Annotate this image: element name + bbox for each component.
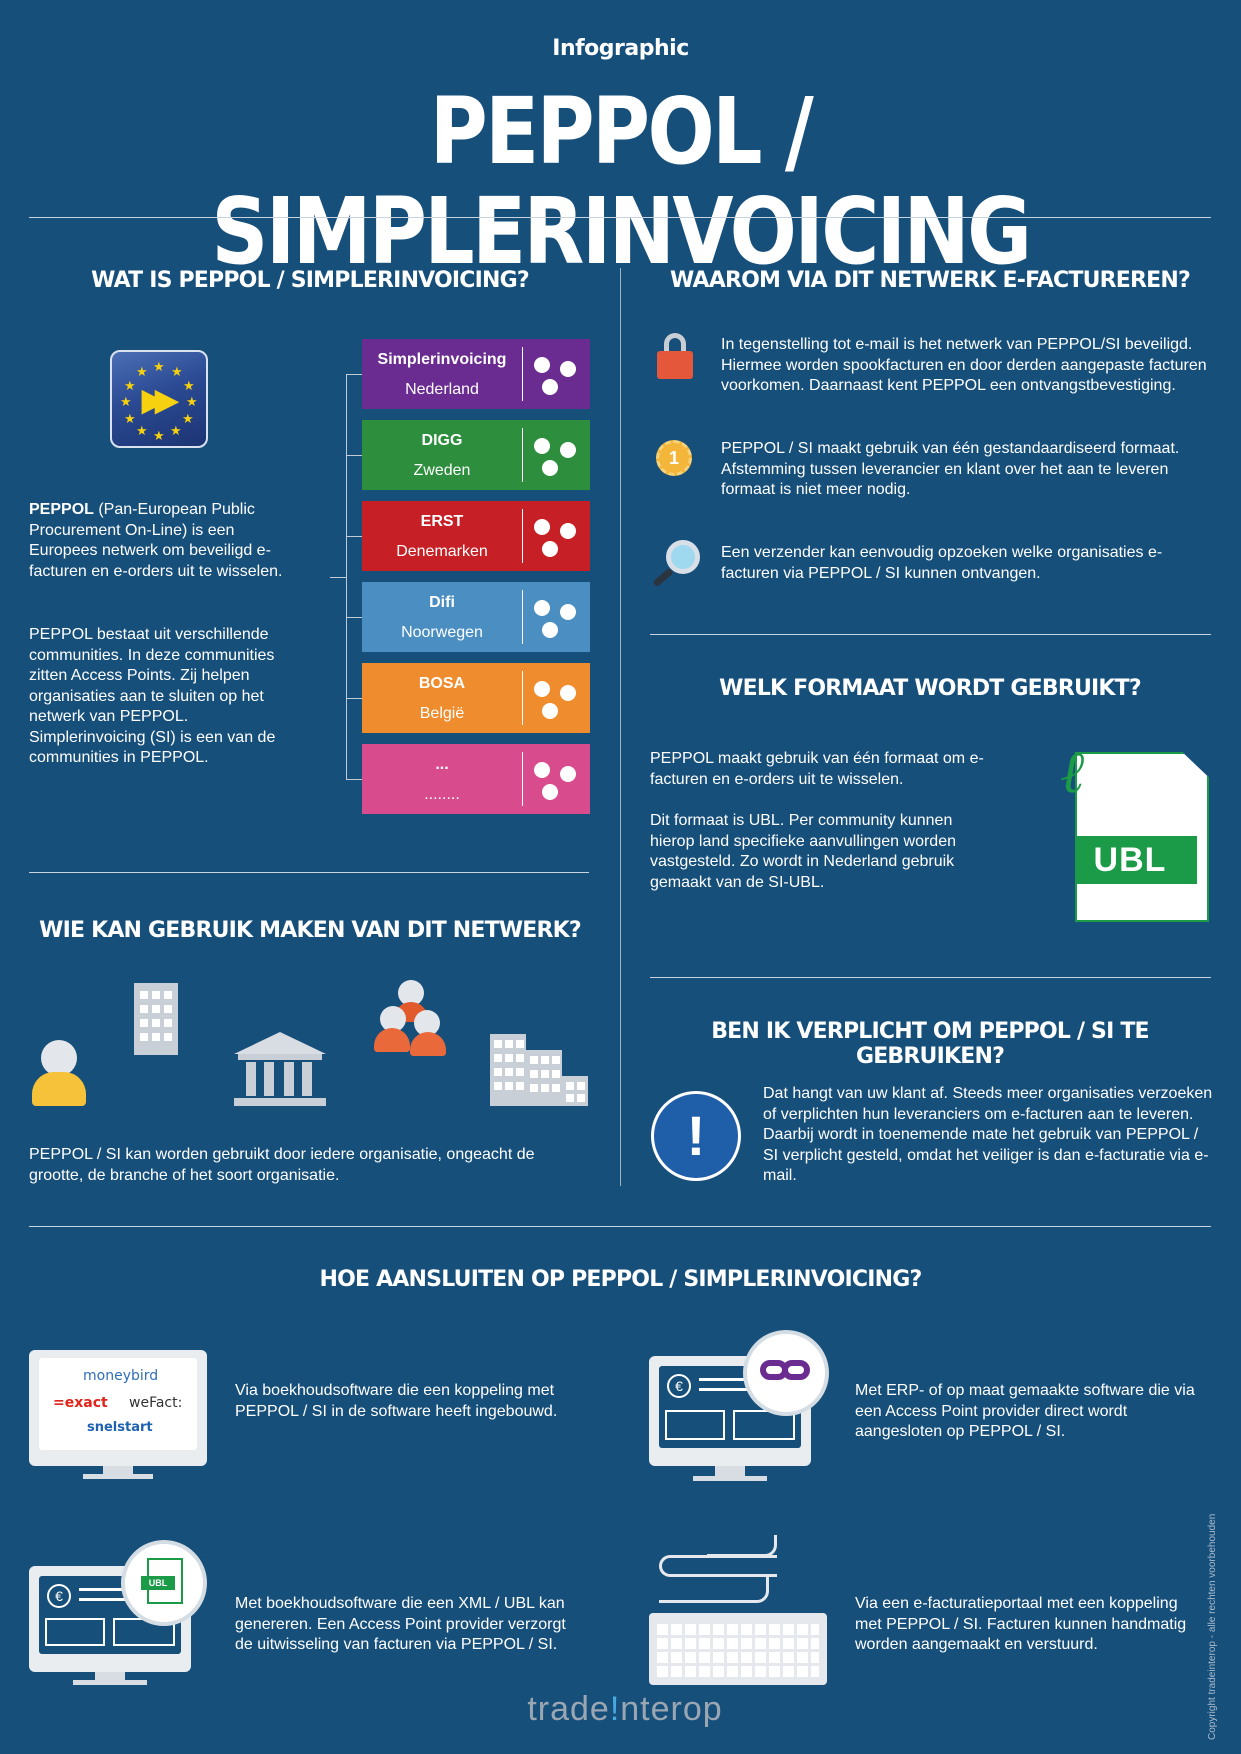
mandatory-title: BEN IK VERPLICHT OM PEPPOL / SI TE GEBRU… — [711, 1019, 1149, 1069]
who-title: WIE KAN GEBRUIK MAKEN VAN DIT NETWERK? — [39, 918, 582, 943]
community-other: ... ........ — [362, 744, 590, 814]
ubl-label: UBL — [1075, 836, 1197, 884]
why-item-text: PEPPOL / SI maakt gebruik van één gestan… — [721, 440, 1180, 498]
community-name: Difi — [429, 594, 455, 611]
connect-item-text: Via een e-facturatieportaal met een kopp… — [855, 1595, 1187, 1653]
moneybird-logo: moneybird — [83, 1368, 159, 1384]
format-title: WELK FORMAAT WORDT GEBRUIKT? — [719, 676, 1142, 701]
bracket-tick — [346, 698, 364, 699]
community-country: Zweden — [413, 462, 471, 479]
community-country: België — [419, 705, 465, 722]
community-name: Simplerinvoicing — [377, 351, 507, 368]
xml-ubl-monitor-icon: € UBL — [29, 1540, 209, 1686]
brand-mark: ! — [609, 1690, 621, 1728]
why-title: WAAROM VIA DIT NETWERK E-FACTUREREN? — [670, 268, 1191, 293]
erp-monitor-icon: € — [649, 1330, 829, 1482]
bracket-tick — [346, 536, 364, 537]
brand-part-a: trade — [527, 1690, 610, 1728]
signature-icon: ℓ — [1060, 738, 1085, 806]
community-name: ... — [435, 756, 449, 773]
ubl-small-label: UBL — [141, 1576, 175, 1590]
community-digg: DIGG Zweden — [362, 420, 590, 490]
column-divider — [620, 268, 621, 1186]
copyright-note: Copyright tradeinterop - alle rechten vo… — [1207, 1513, 1218, 1740]
connect-item-text: Met boekhoudsoftware die een XML / UBL k… — [235, 1595, 566, 1653]
euro-icon: € — [47, 1584, 71, 1608]
magnifier-icon — [650, 540, 705, 590]
euro-icon: € — [667, 1374, 691, 1398]
community-bosa: BOSA België — [362, 663, 590, 733]
snelstart-logo: snelstart — [87, 1420, 153, 1435]
page-title: PEPPOL / SIMPLERINVOICING — [211, 78, 1032, 285]
accounting-software-monitor-icon: moneybird =exact weFact: snelstart — [29, 1350, 207, 1480]
community-simplerinvoicing: Simplerinvoicing Nederland — [362, 339, 590, 409]
divider — [29, 1226, 1211, 1227]
brand-part-b: nterop — [620, 1690, 723, 1728]
office-building-icon — [134, 983, 178, 1055]
divider — [29, 217, 1211, 218]
divider — [29, 872, 589, 873]
bracket-tick — [346, 374, 364, 375]
intro-rest: (Pan-European Public Procurement On-Line… — [29, 501, 283, 580]
group-icon — [372, 980, 448, 1058]
community-country: Denemarken — [396, 543, 488, 560]
connect-title: HOE AANSLUITEN OP PEPPOL / SIMPLERINVOIC… — [319, 1267, 923, 1292]
badge-icon: 1 — [656, 440, 692, 476]
community-country: ........ — [424, 786, 460, 803]
intro-bold: PEPPOL — [29, 501, 94, 518]
infographic-kicker: Infographic — [552, 36, 689, 61]
mandatory-text: Dat hangt van uw klant af. Steeds meer o… — [763, 1085, 1213, 1184]
community-name: DIGG — [421, 432, 463, 449]
why-item-text: Een verzender kan eenvoudig opzoeken wel… — [721, 544, 1163, 582]
keyboard-icon — [649, 1535, 829, 1685]
eu-flag-icon: ★ ★ ★ ★ ★ ★ ★ ★ ★ ★ ★ ★ ▶▶ — [110, 350, 208, 448]
divider — [650, 634, 1211, 635]
connect-item-text: Via boekhoudsoftware die een koppeling m… — [235, 1382, 558, 1420]
exclamation-icon: ! — [651, 1091, 741, 1181]
city-buildings-icon — [490, 1034, 588, 1106]
government-building-icon — [234, 1032, 326, 1106]
format-para2: Dit formaat is UBL. Per community kunnen… — [650, 812, 956, 891]
what-is-title: WAT IS PEPPOL / SIMPLERINVOICING? — [91, 268, 530, 293]
lock-icon — [657, 333, 693, 383]
community-name: ERST — [420, 513, 464, 530]
format-para1: PEPPOL maakt gebruik van één formaat om … — [650, 750, 984, 788]
community-bracket-stem — [330, 577, 346, 578]
divider — [650, 977, 1211, 978]
wefact-logo: weFact: — [129, 1395, 183, 1411]
what-is-para2: PEPPOL bestaat uit verschillende communi… — [29, 626, 276, 766]
person-icon — [32, 1040, 86, 1106]
who-text: PEPPOL / SI kan worden gebruikt door ied… — [29, 1146, 535, 1184]
community-bracket — [346, 374, 347, 779]
community-difi: Difi Noorwegen — [362, 582, 590, 652]
connect-item-text: Met ERP- of op maat gemaakte software di… — [855, 1382, 1195, 1440]
exact-logo: =exact — [53, 1395, 108, 1411]
ubl-document-icon: UBL — [1075, 752, 1209, 922]
tradeinterop-logo: trade!nterop — [510, 1690, 740, 1729]
community-name: BOSA — [418, 675, 466, 692]
bracket-tick — [346, 779, 364, 780]
why-item-text: In tegenstelling tot e-mail is het netwe… — [721, 336, 1207, 394]
what-is-intro: PEPPOL (Pan-European Public Procurement … — [29, 500, 294, 582]
bracket-tick — [346, 455, 364, 456]
community-erst: ERST Denemarken — [362, 501, 590, 571]
community-country: Nederland — [405, 381, 479, 398]
bracket-tick — [346, 617, 364, 618]
community-country: Noorwegen — [401, 624, 483, 641]
